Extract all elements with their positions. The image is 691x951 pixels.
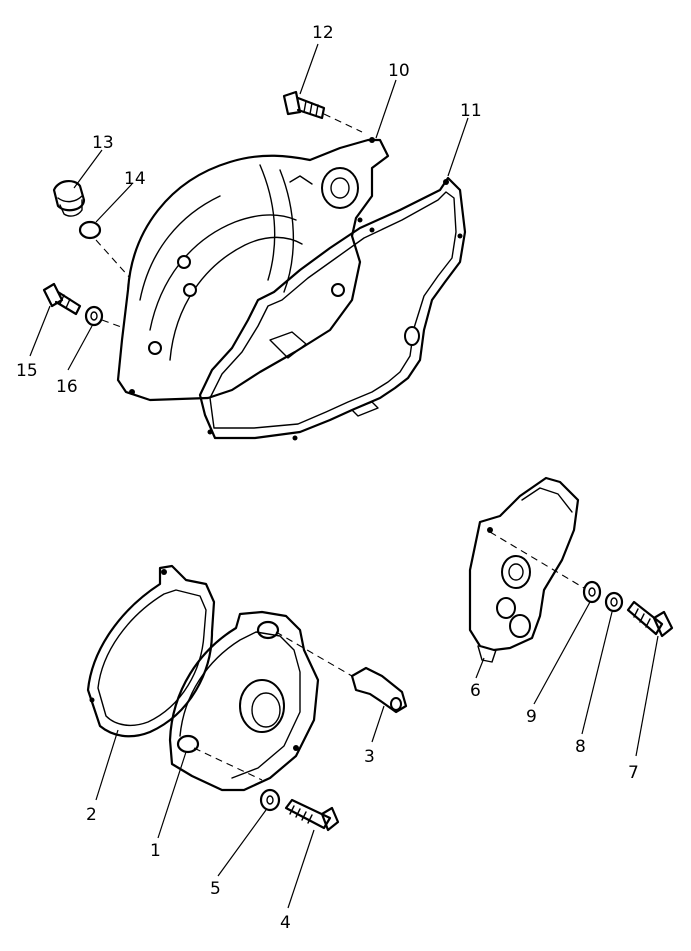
- o-ring-14: [78, 220, 131, 279]
- callout-10: 10: [388, 61, 410, 81]
- callout-12: 12: [312, 23, 334, 43]
- callout-4: 4: [280, 913, 291, 933]
- bracket-3: [350, 666, 408, 714]
- bolt-7: [626, 600, 674, 638]
- bolt-4: [284, 798, 340, 832]
- callout-2: 2: [86, 805, 97, 825]
- callout-8: 8: [575, 737, 586, 757]
- washer-5: [259, 788, 281, 812]
- washer-16: [84, 305, 125, 329]
- plug-13: [52, 180, 86, 217]
- callout-16: 16: [56, 377, 78, 397]
- callout-3: 3: [364, 747, 375, 767]
- washer-8: [604, 591, 624, 613]
- bolt-15: [42, 282, 82, 316]
- callout-13: 13: [92, 133, 114, 153]
- callout-labels: 12 10 11 13 14 15 16 6 9 8 7 3 2 1 5 4: [16, 23, 639, 933]
- callout-1: 1: [150, 841, 161, 861]
- callout-6: 6: [470, 681, 481, 701]
- lower-gasket: [86, 564, 216, 738]
- callout-9: 9: [526, 707, 537, 727]
- washer-9: [582, 580, 602, 604]
- sprocket-cover: [468, 476, 585, 663]
- callout-7: 7: [628, 763, 639, 783]
- leader-lines: [29, 43, 659, 909]
- starter-cover: [168, 610, 353, 792]
- callout-14: 14: [124, 169, 146, 189]
- crankcase-cover: [116, 137, 390, 402]
- callout-15: 15: [16, 361, 38, 381]
- cover-gasket: [198, 176, 467, 441]
- callout-11: 11: [460, 101, 482, 121]
- callout-5: 5: [210, 879, 221, 899]
- bolt-12: [282, 90, 363, 133]
